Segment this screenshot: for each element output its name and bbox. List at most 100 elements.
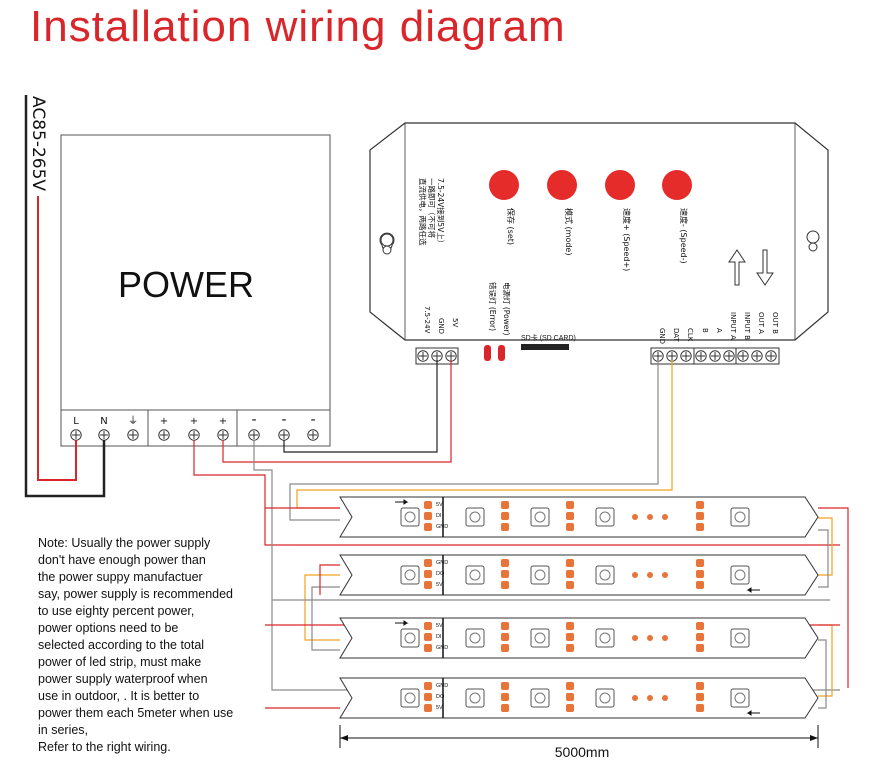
controller-output-screw <box>723 350 735 362</box>
strip-pin-label: DI <box>436 634 442 640</box>
strip-pin-label: DO <box>436 571 445 577</box>
continuation-dot <box>647 514 653 520</box>
indicator-led <box>498 345 505 361</box>
note-line: Note: Usually the power supply <box>38 536 211 550</box>
note-line: in series, <box>38 723 89 737</box>
controller-gnd-wire <box>283 360 438 453</box>
controller-power-screw <box>445 350 457 362</box>
controller-output-pin-label: INPUT B <box>743 312 751 340</box>
note-line: Refer to the right wiring. <box>38 740 171 754</box>
solder-pad <box>696 682 704 690</box>
solder-pad <box>696 512 704 520</box>
sd-card-label: SD卡 (SD CARD) <box>521 333 576 342</box>
note-line: selected according to the total <box>38 638 205 652</box>
note-line: power options need to be <box>38 621 179 635</box>
continuation-dot <box>632 695 638 701</box>
controller-power-pin-label: GND <box>437 318 445 334</box>
solder-pad <box>696 501 704 509</box>
solder-pad <box>696 523 704 531</box>
note-line: say, power supply is recommended <box>38 587 233 601</box>
continuation-dot <box>632 572 638 578</box>
continuation-dot <box>662 514 668 520</box>
controller-power-pin-label: 5V <box>451 318 459 327</box>
solder-pad <box>501 512 509 520</box>
solder-pad <box>424 512 432 520</box>
continuation-dot <box>662 572 668 578</box>
power-label: POWER <box>118 264 254 305</box>
arrow-up-icon <box>728 249 746 286</box>
controller-output-pin-label: OUT A <box>757 312 765 334</box>
solder-pad <box>696 559 704 567</box>
controller-output-pin-label: A <box>715 328 723 333</box>
solder-pad <box>696 633 704 641</box>
controller-button[interactable] <box>489 170 519 200</box>
note-line: don't have enough power than <box>38 553 206 567</box>
solder-pad <box>424 644 432 652</box>
solder-pad <box>696 622 704 630</box>
data-direction-icon <box>746 587 760 593</box>
controller-button-label: 模式 (mode) <box>564 208 574 255</box>
controller-5v-wire <box>222 360 452 463</box>
controller-button-label: 速度- (Speed-) <box>679 208 689 264</box>
solder-pad <box>424 633 432 641</box>
controller-output-screw <box>737 350 749 362</box>
power-terminal-label: - <box>281 412 286 428</box>
solder-pad <box>566 581 574 589</box>
page-title: Installation wiring diagram <box>30 2 566 51</box>
strip-pin-label: GND <box>436 683 448 689</box>
controller-output-pin-label: DAT <box>672 328 680 343</box>
controller-output-pin-label: OUT B <box>771 312 779 334</box>
power-plus-wire <box>193 440 840 546</box>
solder-pad <box>566 693 574 701</box>
solder-pad <box>566 559 574 567</box>
controller-output-screw <box>666 350 678 362</box>
power-terminal-screw <box>248 429 260 441</box>
controller-power-screw <box>417 350 429 362</box>
power-terminal-screw <box>98 429 110 441</box>
solder-pad <box>501 693 509 701</box>
ac-input-label: AC85-265V <box>28 96 48 191</box>
solder-pad <box>696 581 704 589</box>
note-line: to use eighty percent power, <box>38 604 195 618</box>
strip-link-wire <box>818 624 833 697</box>
solder-pad <box>424 559 432 567</box>
controller-output-screw <box>751 350 763 362</box>
controller-output-screw <box>709 350 721 362</box>
controller-output-pin-label: CLK <box>686 328 694 342</box>
power-terminal-label: L <box>73 416 79 427</box>
solder-pad <box>424 622 432 630</box>
solder-pad <box>696 570 704 578</box>
led-strip: GND DO 5V <box>339 554 819 596</box>
controller-button[interactable] <box>605 170 635 200</box>
controller-button[interactable] <box>547 170 577 200</box>
strip-link-wire <box>319 564 340 595</box>
solder-pad <box>566 633 574 641</box>
data-gnd-wire <box>289 360 659 521</box>
solder-pad <box>696 704 704 712</box>
power-terminal-screw <box>70 429 82 441</box>
solder-pad <box>566 501 574 509</box>
solder-pad <box>501 581 509 589</box>
controller-output-screw <box>695 350 707 362</box>
solder-pad <box>424 570 432 578</box>
strip-pin-label: DI <box>436 513 442 519</box>
power-terminal-label: + <box>160 416 168 427</box>
note-text: Note: Usually the power supply don't have… <box>38 535 263 756</box>
right-red-wire <box>818 507 849 688</box>
ac-neutral-wire <box>24 95 106 498</box>
solder-pad <box>696 693 704 701</box>
strip-pin-label: GND <box>436 524 448 530</box>
strip-pin-label: GND <box>436 560 448 566</box>
controller-button[interactable] <box>662 170 692 200</box>
solder-pad <box>501 570 509 578</box>
solder-pad <box>566 622 574 630</box>
controller-output-screw <box>652 350 664 362</box>
strip-pin-label: 5V <box>436 582 443 588</box>
solder-pad <box>501 704 509 712</box>
indicator-label: 电源灯 (Power) <box>502 282 512 335</box>
power-terminal-screw <box>188 429 200 441</box>
solder-pad <box>501 682 509 690</box>
